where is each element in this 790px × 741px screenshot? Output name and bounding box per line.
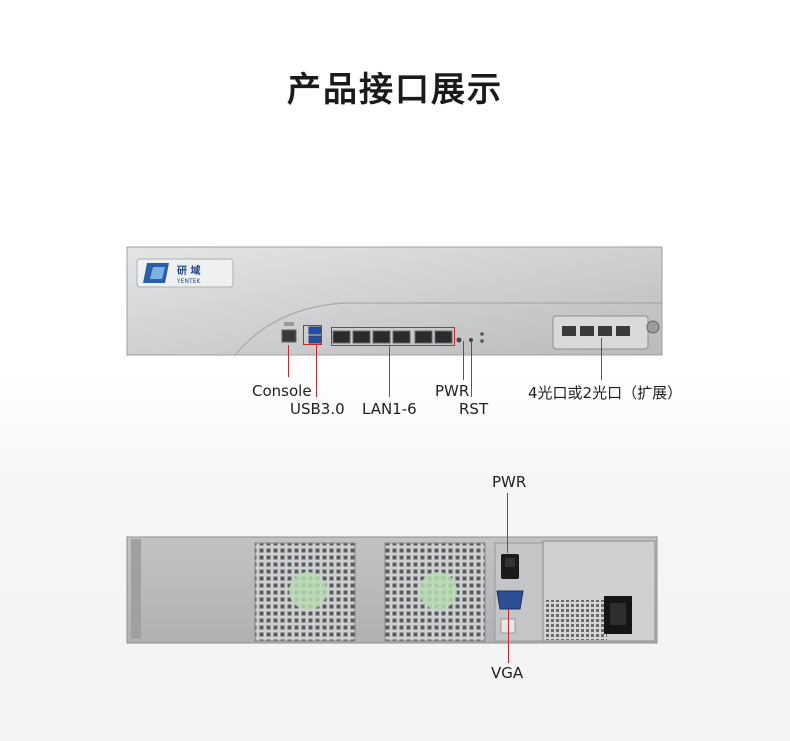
rear-panel-illustration (126, 536, 658, 644)
lan-label: LAN1-6 (362, 400, 417, 418)
psu-grill (545, 600, 607, 640)
usb-leader (316, 345, 317, 397)
usb-highlight-box (303, 325, 322, 345)
thumb-screw-icon (646, 320, 660, 334)
expansion-label: 4光口或2光口（扩展） (528, 384, 683, 402)
rear-pwr-label: PWR (492, 473, 527, 491)
fan-icon (289, 572, 327, 610)
usb-label: USB3.0 (290, 400, 345, 418)
fan-icon (419, 572, 457, 610)
pwr-label: PWR (435, 382, 470, 400)
logo-text-cn: 研 域 (177, 264, 200, 277)
console-label: Console (252, 382, 312, 400)
vga-port (496, 590, 524, 610)
logo-text-en: YENTEK (176, 278, 201, 285)
expansion-leader (601, 338, 602, 380)
vga-leader (508, 609, 509, 663)
vga-label: VGA (491, 664, 524, 682)
lan-highlight-box (331, 327, 455, 346)
pwr-button (456, 337, 462, 343)
front-panel-illustration: 研 域 YENTEK (126, 246, 663, 356)
console-leader (288, 345, 289, 377)
rst-button (469, 338, 473, 342)
console-port (281, 329, 297, 343)
page-title: 产品接口展示 (287, 70, 503, 110)
rst-leader (471, 341, 472, 397)
lan-ports (332, 330, 453, 344)
rear-pwr-leader (507, 493, 508, 553)
rst-label: RST (459, 400, 489, 418)
pwr-leader (463, 341, 464, 380)
lan-leader (389, 346, 390, 397)
